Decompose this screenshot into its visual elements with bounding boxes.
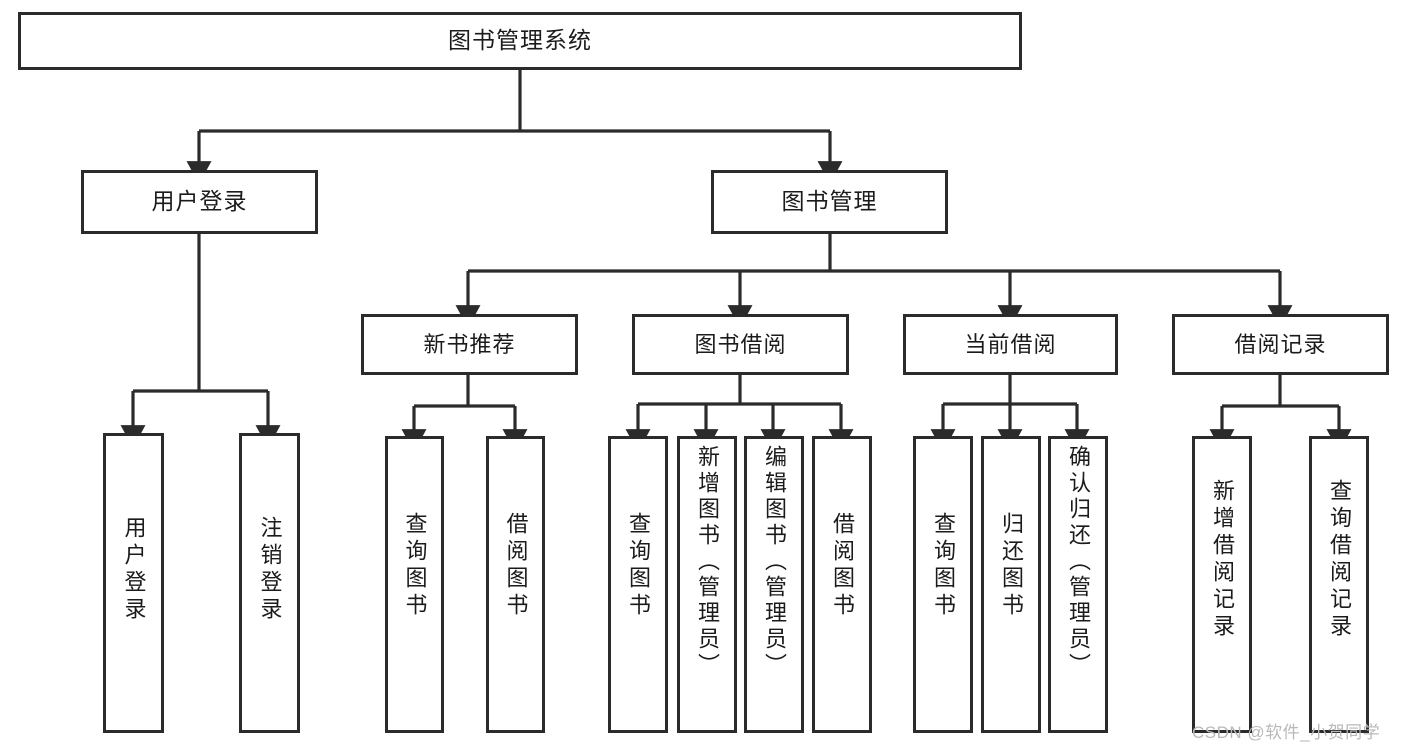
leaf-new-book-borrow[interactable]: 借阅图书 — [486, 436, 545, 733]
node-label: 借阅记录 — [1234, 331, 1327, 357]
node-current-borrow[interactable]: 当前借阅 — [903, 314, 1118, 375]
leaf-borrow-record-query[interactable]: 查询借阅记录 — [1309, 436, 1369, 733]
leaf-current-borrow-query[interactable]: 查询图书 — [913, 436, 973, 733]
node-label: 归还图书 — [999, 512, 1024, 620]
node-label: 图书借阅 — [694, 331, 787, 357]
node-borrow-record[interactable]: 借阅记录 — [1172, 314, 1389, 375]
node-label: 用户登录 — [151, 188, 248, 215]
node-user-login[interactable]: 用户登录 — [81, 170, 318, 234]
node-label: 新增图书（管理员） — [695, 445, 720, 679]
leaf-book-borrow-add[interactable]: 新增图书（管理员） — [677, 436, 737, 733]
node-label: 查询图书 — [626, 512, 651, 620]
node-label: 借阅图书 — [503, 512, 529, 620]
leaf-user-login-signin[interactable]: 用户登录 — [103, 433, 164, 733]
csdn-watermark: CSDN @软件_小贺同学 — [1192, 723, 1381, 742]
node-label: 新书推荐 — [423, 331, 516, 357]
node-label: 查询图书 — [402, 512, 428, 620]
node-label: 图书管理系统 — [448, 27, 592, 54]
node-label: 当前借阅 — [964, 331, 1057, 357]
leaf-current-borrow-return[interactable]: 归还图书 — [981, 436, 1041, 733]
node-label: 查询图书 — [931, 512, 956, 620]
leaf-new-book-query[interactable]: 查询图书 — [385, 436, 444, 733]
node-label: 图书管理 — [781, 188, 878, 215]
leaf-borrow-record-add[interactable]: 新增借阅记录 — [1192, 436, 1252, 733]
node-label: 查询借阅记录 — [1327, 479, 1352, 641]
leaf-book-borrow-lend[interactable]: 借阅图书 — [812, 436, 872, 733]
leaf-book-borrow-edit[interactable]: 编辑图书（管理员） — [744, 436, 804, 733]
leaf-book-borrow-query[interactable]: 查询图书 — [608, 436, 668, 733]
leaf-current-borrow-confirm-return[interactable]: 确认归还（管理员） — [1048, 436, 1108, 733]
node-label: 用户登录 — [121, 516, 147, 624]
node-label: 借阅图书 — [830, 512, 855, 620]
node-root-system[interactable]: 图书管理系统 — [18, 12, 1022, 70]
node-label: 注销登录 — [257, 516, 283, 624]
leaf-user-login-signout[interactable]: 注销登录 — [239, 433, 300, 733]
node-book-management[interactable]: 图书管理 — [711, 170, 948, 234]
node-label: 确认归还（管理员） — [1066, 445, 1091, 679]
node-book-borrow[interactable]: 图书借阅 — [632, 314, 849, 375]
node-label: 新增借阅记录 — [1210, 479, 1235, 641]
node-label: 编辑图书（管理员） — [762, 445, 787, 679]
node-new-book-recommend[interactable]: 新书推荐 — [361, 314, 578, 375]
